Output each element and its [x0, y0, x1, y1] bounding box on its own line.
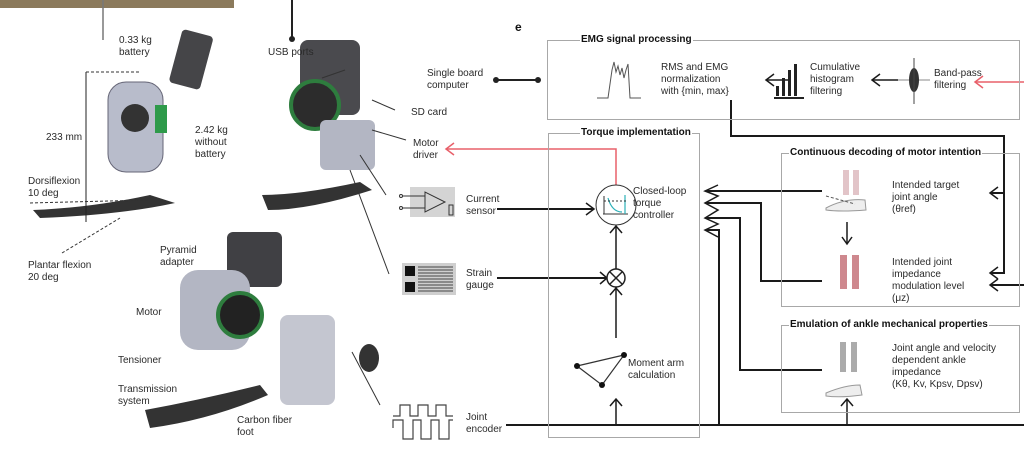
rms-normalization-label: RMS and EMG normalization with {min, max…	[661, 62, 729, 97]
band-pass-label: Band-pass filtering	[934, 68, 982, 91]
emg-to-impedance	[990, 193, 1005, 274]
prosthesis-exploded-view	[145, 232, 379, 428]
tensioner-label: Tensioner	[118, 355, 162, 366]
cover-plate	[280, 315, 335, 405]
leader	[371, 129, 407, 141]
leg-angle-icon	[825, 170, 867, 212]
leader	[349, 169, 390, 275]
emg-output-line	[730, 100, 1005, 194]
height-label: 233 mm	[46, 132, 83, 143]
motor-command-line	[446, 148, 617, 185]
summing-junction	[703, 184, 720, 238]
usb-ports-label: USB ports	[268, 47, 314, 58]
weight-label: 2.42 kg without battery	[195, 125, 228, 160]
torque-implementation-box	[548, 133, 700, 438]
motor-driver-label: Motor driver	[413, 138, 439, 161]
arrow-head	[973, 75, 984, 89]
connector-dot	[289, 36, 295, 42]
sbc-label: Single board computer	[427, 68, 484, 91]
pyramid-adapter-label: Pyramid adapter	[160, 245, 197, 268]
ankle-emulation-title: Emulation of ankle mechanical properties	[789, 319, 989, 331]
controller-label: Closed-loop torque controller	[633, 186, 687, 221]
leader	[359, 154, 387, 196]
histogram-filtering-label: Cumulative histogram filtering	[810, 62, 861, 97]
leg-muscle-icon	[840, 255, 859, 289]
impedance-level-label: Intended joint impedance modulation leve…	[892, 257, 965, 304]
plantar-flexion-label: Plantar flexion 20 deg	[28, 260, 92, 283]
arrow-head	[988, 266, 999, 280]
motor-label: Motor	[136, 307, 162, 318]
current-sensor-label: Current sensor	[466, 194, 500, 217]
battery-label: 0.33 kg battery	[119, 35, 152, 58]
arrow-head	[585, 202, 596, 216]
motor-pulley	[289, 79, 341, 131]
emg-envelope-icon	[597, 61, 641, 99]
emulation-desc-label: Joint angle and velocity dependent ankle…	[892, 343, 996, 390]
leader	[351, 351, 381, 406]
joint-encoder-icon	[392, 404, 453, 440]
encoder-feedback-line	[706, 229, 720, 425]
strain-gauge-icon	[402, 263, 456, 295]
battery-shape	[169, 29, 213, 90]
panel-label-e: e	[515, 20, 522, 34]
prosthesis-side-view	[33, 29, 213, 218]
current-sensor-icon	[399, 187, 455, 217]
dash	[61, 217, 121, 254]
foot-shape	[33, 195, 175, 218]
dorsiflexion-label: Dorsiflexion 10 deg	[28, 176, 81, 199]
arrow-head	[841, 236, 853, 246]
carbon-foot-label: Carbon fiber foot	[237, 415, 293, 438]
arrow-head	[988, 278, 999, 292]
arrow-head	[988, 186, 999, 200]
arrow-head	[609, 224, 623, 234]
emg-processing-box	[547, 40, 1020, 120]
leader	[371, 99, 396, 111]
joint-encoder-label: Joint encoder	[466, 412, 503, 435]
arrow-head	[609, 397, 623, 407]
sd-card-label: SD card	[411, 107, 448, 118]
motor-disk	[216, 291, 264, 339]
motor-disk	[121, 104, 149, 132]
histogram-icon	[774, 64, 804, 99]
triangle-icon	[574, 352, 627, 388]
arrow-head	[764, 73, 775, 87]
connector-dot	[535, 77, 541, 83]
emg-processing-title: EMG signal processing	[580, 34, 693, 46]
torque-plot-icon	[603, 195, 628, 215]
arrow-head	[870, 73, 881, 87]
encoder-disk	[359, 344, 379, 372]
carbon-foot	[145, 385, 268, 428]
torque-implementation-title: Torque implementation	[580, 127, 692, 139]
photo-strip	[0, 0, 234, 8]
leg-foot-icon	[825, 342, 863, 398]
emg-raw-signal-icon	[898, 58, 930, 104]
arrow-head	[840, 397, 854, 407]
body	[320, 120, 375, 170]
dash	[29, 199, 151, 204]
foot	[262, 182, 372, 210]
arrow-head	[609, 286, 623, 296]
strain-gauge-label: Strain gauge	[466, 268, 494, 291]
moment-arm-label: Moment arm calculation	[628, 358, 685, 381]
multiply-x	[609, 271, 623, 285]
impedance-line	[706, 202, 822, 282]
pcb	[155, 105, 167, 133]
transmission-label: Transmission system	[118, 384, 178, 407]
leader	[321, 69, 346, 79]
motor-intention-title: Continuous decoding of motor intention	[789, 147, 983, 159]
target-angle-label: Intended target joint angle (θref)	[892, 180, 960, 215]
prosthesis-3d-view	[262, 40, 375, 210]
arrow-head	[444, 142, 455, 156]
